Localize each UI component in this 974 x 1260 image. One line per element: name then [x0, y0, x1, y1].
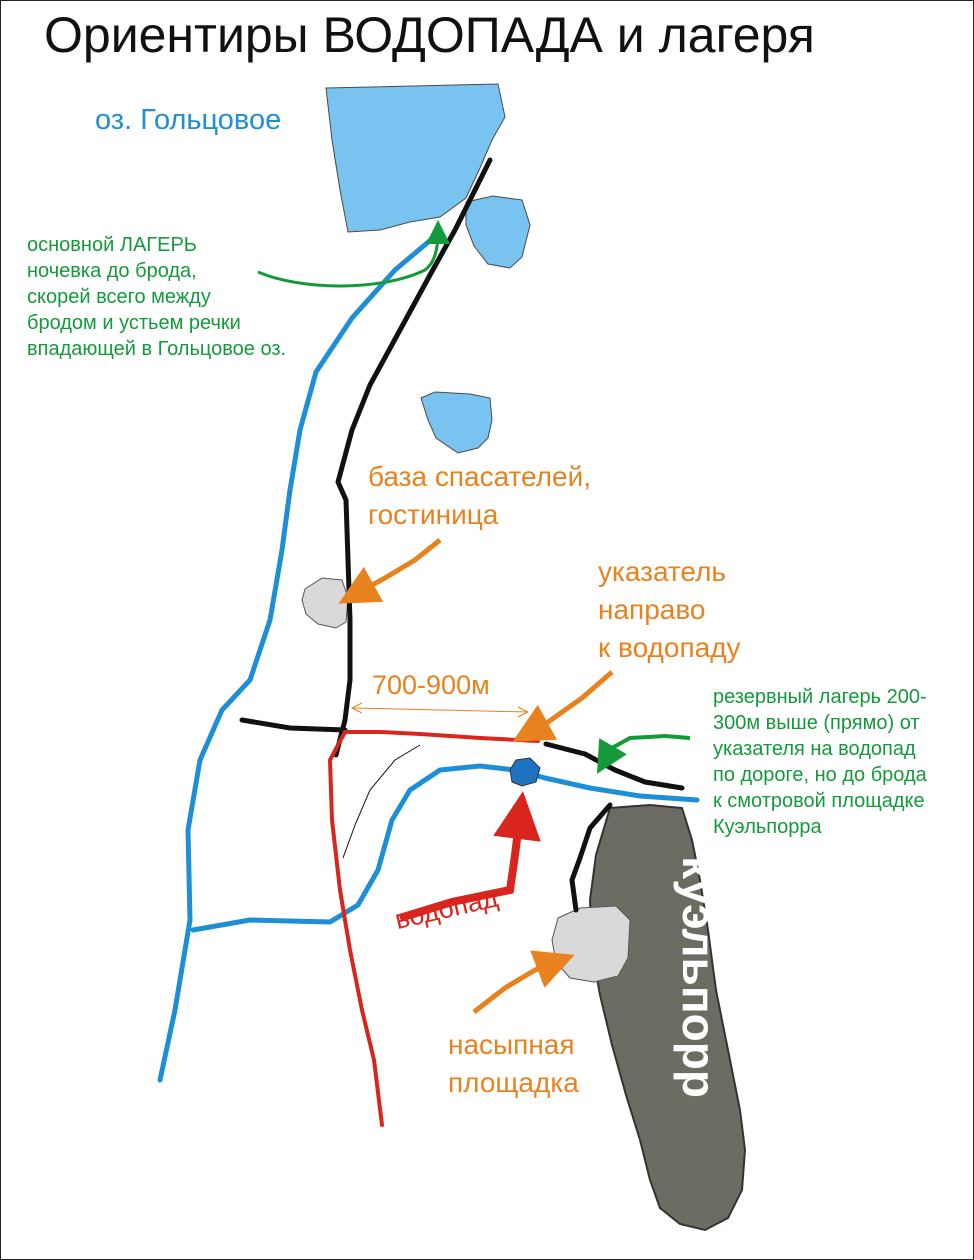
arrow-main-camp	[257, 220, 450, 288]
red-trail	[328, 730, 540, 1127]
reserve-camp-line: к смотровой площадке	[713, 790, 925, 812]
distance-label: 700-900м	[372, 670, 490, 700]
fill-platform-label: насыпная площадка	[448, 1026, 579, 1102]
rescue-base-line: гостиница	[368, 499, 499, 530]
lake-small-2	[420, 391, 493, 454]
distance-arrow-left	[350, 702, 363, 714]
reserve-camp-note: резервный лагерь 200- 300м выше (прямо) …	[713, 684, 927, 840]
river-main	[157, 235, 436, 1083]
main-camp-line: впадающей в Гольцовое оз.	[27, 338, 287, 360]
mountain-label: куэльпорр	[672, 856, 725, 1098]
arrow-fill-platform	[472, 950, 575, 1014]
reserve-camp-line: резервный лагерь 200-	[713, 686, 927, 708]
map-title: Ориентиры ВОДОПАДА и лагеря	[44, 7, 815, 63]
distance-dimension	[351, 707, 529, 713]
main-camp-line: скорей всего между	[27, 286, 211, 308]
arrow-waterfall	[398, 791, 541, 922]
arrow-reserve-camp	[596, 733, 691, 774]
rescue-base-line: база спасателей,	[368, 461, 592, 492]
main-camp-note: основной ЛАГЕРЬ ночевка до брода, скорей…	[27, 232, 286, 362]
rescue-base-building	[301, 577, 349, 629]
path-thin	[342, 744, 421, 859]
signpost-line: указатель	[598, 556, 726, 587]
main-camp-line: ночевка до брода,	[27, 260, 197, 282]
fill-platform-line: насыпная	[448, 1029, 575, 1060]
lake-label: оз. Гольцовое	[95, 104, 282, 136]
road-to-platform	[569, 802, 613, 913]
fill-platform-line: площадка	[448, 1067, 579, 1098]
fill-platform	[551, 905, 631, 983]
mountain-kuelporr	[588, 803, 747, 1232]
signpost-line: к водопаду	[598, 632, 741, 663]
reserve-camp-line: указателя на водопад	[713, 738, 916, 760]
signpost-label: указатель направо к водопаду	[598, 553, 741, 667]
lake-small-1	[465, 195, 531, 269]
road-crossing	[239, 717, 348, 733]
reserve-camp-line: Куэльпорра	[713, 816, 822, 838]
reserve-camp-line: по дороге, но до брода	[713, 764, 927, 786]
main-camp-line: бродом и устьем речки	[27, 312, 241, 334]
arrow-signpost	[512, 670, 614, 742]
road-main	[333, 157, 493, 758]
rescue-base-label: база спасателей, гостиница	[368, 458, 591, 534]
main-camp-line: основной ЛАГЕРЬ	[27, 234, 197, 256]
reserve-camp-line: 300м выше (прямо) от	[713, 712, 920, 734]
lake-goltsovoe	[325, 83, 506, 233]
signpost-line: направо	[598, 594, 706, 625]
waterfall-spot	[509, 757, 541, 787]
arrow-rescue-base	[338, 538, 442, 604]
river-tributary	[190, 763, 700, 933]
